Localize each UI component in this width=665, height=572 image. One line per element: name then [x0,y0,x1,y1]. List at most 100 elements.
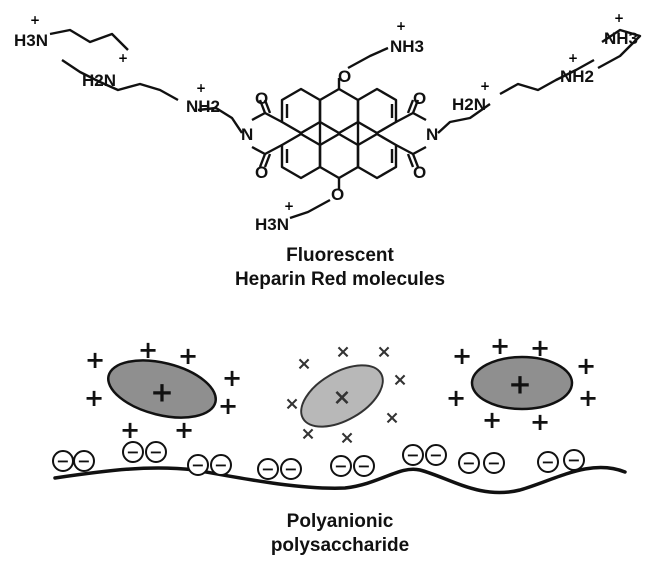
atom-oxygen-carbonyl-tl: O [255,89,268,108]
negative-charge-ring-8 [330,455,352,477]
negative-charge-4: − [191,456,204,475]
polymer-caption-line1: Polyanionic [286,511,394,532]
plus-charge-right-7: + [530,408,550,436]
charge-plus-nh3-right: + [614,11,624,25]
group-nh2-right: NH2 [560,67,594,86]
cross-charge-center-6: × [300,424,315,445]
negative-charge-5: − [214,456,227,475]
charge-plus-h3n-left: + [30,13,40,27]
plus-charge-left-8: + [150,376,173,409]
polymer-caption-line2: polysaccharide [270,535,410,556]
group-nh3-top: NH3 [390,37,424,56]
atom-oxygen-bottom: O [331,185,344,204]
negative-charge-9: − [357,457,370,476]
molecule-caption: Fluorescent Heparin Red molecules [140,244,540,292]
negative-charge-11: − [429,446,442,465]
negative-charge-2: − [126,443,139,462]
negative-charge-ring-11 [425,444,447,466]
polysaccharide-chain [53,465,627,495]
perylene-core [251,46,427,220]
charge-plus-h3n-bottom: + [284,199,294,213]
negative-charge-ring-5 [210,454,232,476]
negative-charge-12: − [462,454,475,473]
negative-charge-ring-2 [122,441,144,463]
atom-oxygen-top: O [338,67,351,86]
cross-charge-center-3: × [392,370,407,391]
group-h3n-left: H3N [14,31,48,50]
cross-charge-center-7: × [339,428,354,449]
bound-molecule-right [470,355,574,411]
cross-charge-center-2: × [376,342,391,363]
plus-charge-left-6: + [120,416,140,444]
negative-charge-15: − [567,451,580,470]
plus-charge-left-7: + [174,416,194,444]
group-h2n-left: H2N [82,71,116,90]
plus-charge-left-4: + [84,384,104,412]
cross-charge-center-4: × [284,394,299,415]
plus-charge-left-0: + [85,346,105,374]
heparin-red-structure [49,28,642,220]
plus-charge-left-3: + [222,364,242,392]
plus-charge-left-1: + [138,336,158,364]
negative-charge-1: − [77,452,90,471]
negative-charge-0: − [56,452,69,471]
negative-charge-ring-14 [537,451,559,473]
negative-charge-ring-1 [73,450,95,472]
cross-charge-center-5: × [384,408,399,429]
molecule-caption-line1: Fluorescent [286,245,394,266]
right-chain [437,28,642,134]
free-molecule-center [300,364,384,428]
negative-charge-6: − [261,460,274,479]
negative-charge-8: − [334,457,347,476]
negative-charge-7: − [284,460,297,479]
charge-plus-nh2-left: + [196,81,206,95]
group-h3n-bottom: H3N [255,215,289,234]
cross-charge-center-1: × [335,342,350,363]
negative-charge-ring-13 [483,452,505,474]
charge-plus-nh2-right: + [568,51,578,65]
negative-charge-10: − [406,446,419,465]
group-h2n-right: H2N [452,95,486,114]
left-chain [49,28,243,134]
plus-charge-right-6: + [482,406,502,434]
negative-charge-14: − [541,453,554,472]
negative-charge-ring-7 [280,458,302,480]
molecule-caption-line2: Heparin Red molecules [234,269,446,290]
negative-charge-ring-6 [257,458,279,480]
atom-nitrogen-left: N [241,125,253,144]
plus-charge-right-2: + [530,334,550,362]
negative-charge-ring-15 [563,449,585,471]
plus-charge-right-0: + [452,342,472,370]
cross-charge-center-8: × [333,386,351,411]
atom-nitrogen-right: N [426,125,438,144]
charge-plus-h2n-right: + [480,79,490,93]
negative-charge-ring-3 [145,441,167,463]
negative-charge-3: − [149,443,162,462]
atom-oxygen-carbonyl-br: O [413,163,426,182]
atom-oxygen-carbonyl-tr: O [413,89,426,108]
plus-charge-right-5: + [578,384,598,412]
negative-charge-ring-10 [402,444,424,466]
plus-charge-left-5: + [218,392,238,420]
molecule-labels: H3N H2N NH2 NH3 H3N NH3 NH2 H2N O O O O … [14,11,638,234]
negative-charge-13: − [487,454,500,473]
plus-charge-left-2: + [178,342,198,370]
group-nh3-right: NH3 [604,29,638,48]
plus-charge-right-4: + [446,384,466,412]
atom-oxygen-carbonyl-bl: O [255,163,268,182]
plus-charge-right-1: + [490,332,510,360]
charge-plus-h2n-left: + [118,51,128,65]
group-nh2-left: NH2 [186,97,220,116]
negative-charge-ring-12 [458,452,480,474]
cross-charge-center-0: × [296,354,311,375]
binding-scene: +++++++++×××××××××+++++++++−−−−−−−−−−−−−… [52,332,627,495]
polymer-caption: Polyanionic polysaccharide [190,510,490,558]
negative-charge-ring-9 [353,455,375,477]
negative-charge-ring-4 [187,454,209,476]
charge-plus-nh3-top: + [396,19,406,33]
plus-charge-right-3: + [576,352,596,380]
plus-charge-right-8: + [508,368,531,401]
bound-molecule-left [107,359,217,419]
